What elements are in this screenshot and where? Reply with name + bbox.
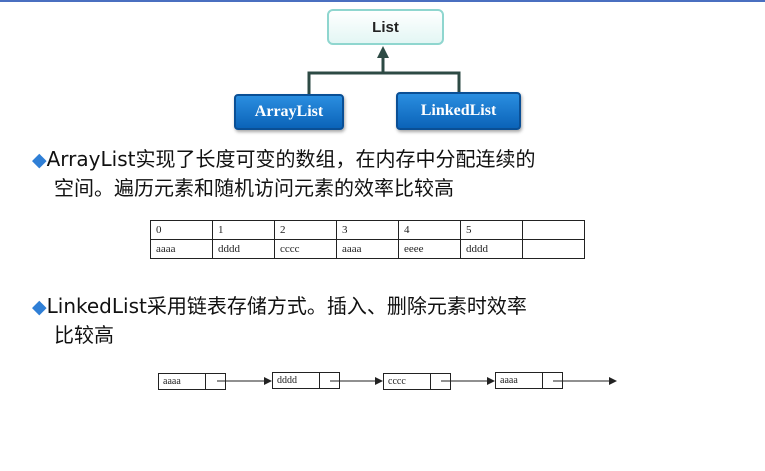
node-data: aaaa bbox=[496, 373, 543, 388]
bullet-line: LinkedList采用链表存储方式。插入、删除元素时效率 bbox=[46, 294, 527, 318]
value-cell: cccc bbox=[274, 239, 337, 259]
diamond-bullet-icon: ◆ bbox=[32, 296, 47, 318]
node-next-pointer bbox=[320, 373, 339, 388]
inheritance-arrowhead bbox=[377, 46, 389, 58]
table-row: aaaa dddd cccc aaaa eeee dddd bbox=[150, 239, 585, 259]
node-data: dddd bbox=[273, 373, 320, 388]
bullet-line: 空间。遍历元素和随机访问元素的效率比较高 bbox=[54, 176, 454, 200]
bullet-line: 比较高 bbox=[54, 323, 114, 347]
value-cell: dddd bbox=[460, 239, 523, 259]
linkedlist-node: LinkedList bbox=[396, 92, 521, 130]
linked-list-node: dddd bbox=[272, 372, 340, 389]
linked-list-node: cccc bbox=[383, 373, 451, 390]
array-table: 0 1 2 3 4 5 aaaa dddd cccc aaaa eeee ddd… bbox=[150, 220, 585, 259]
value-cell bbox=[522, 239, 585, 259]
value-cell: aaaa bbox=[150, 239, 213, 259]
linked-list-node: aaaa bbox=[158, 373, 226, 390]
table-row: 0 1 2 3 4 5 bbox=[150, 220, 585, 240]
linked-list-node: aaaa bbox=[495, 372, 563, 389]
node-next-pointer bbox=[431, 374, 450, 389]
node-next-pointer bbox=[543, 373, 562, 388]
value-cell: dddd bbox=[212, 239, 275, 259]
arraylist-node: ArrayList bbox=[234, 94, 344, 130]
node-next-pointer bbox=[206, 374, 225, 389]
node-data: aaaa bbox=[159, 374, 206, 389]
list-node: List bbox=[327, 9, 444, 45]
diamond-bullet-icon: ◆ bbox=[32, 149, 47, 171]
bullet-line: ArrayList实现了长度可变的数组，在内存中分配连续的 bbox=[46, 147, 536, 171]
arraylist-description: ◆ArrayList实现了长度可变的数组，在内存中分配连续的 空间。遍历元素和随… bbox=[32, 145, 535, 202]
node-data: cccc bbox=[384, 374, 431, 389]
value-cell: aaaa bbox=[336, 239, 399, 259]
linkedlist-description: ◆LinkedList采用链表存储方式。插入、删除元素时效率 比较高 bbox=[32, 292, 527, 349]
top-rule bbox=[0, 0, 765, 2]
